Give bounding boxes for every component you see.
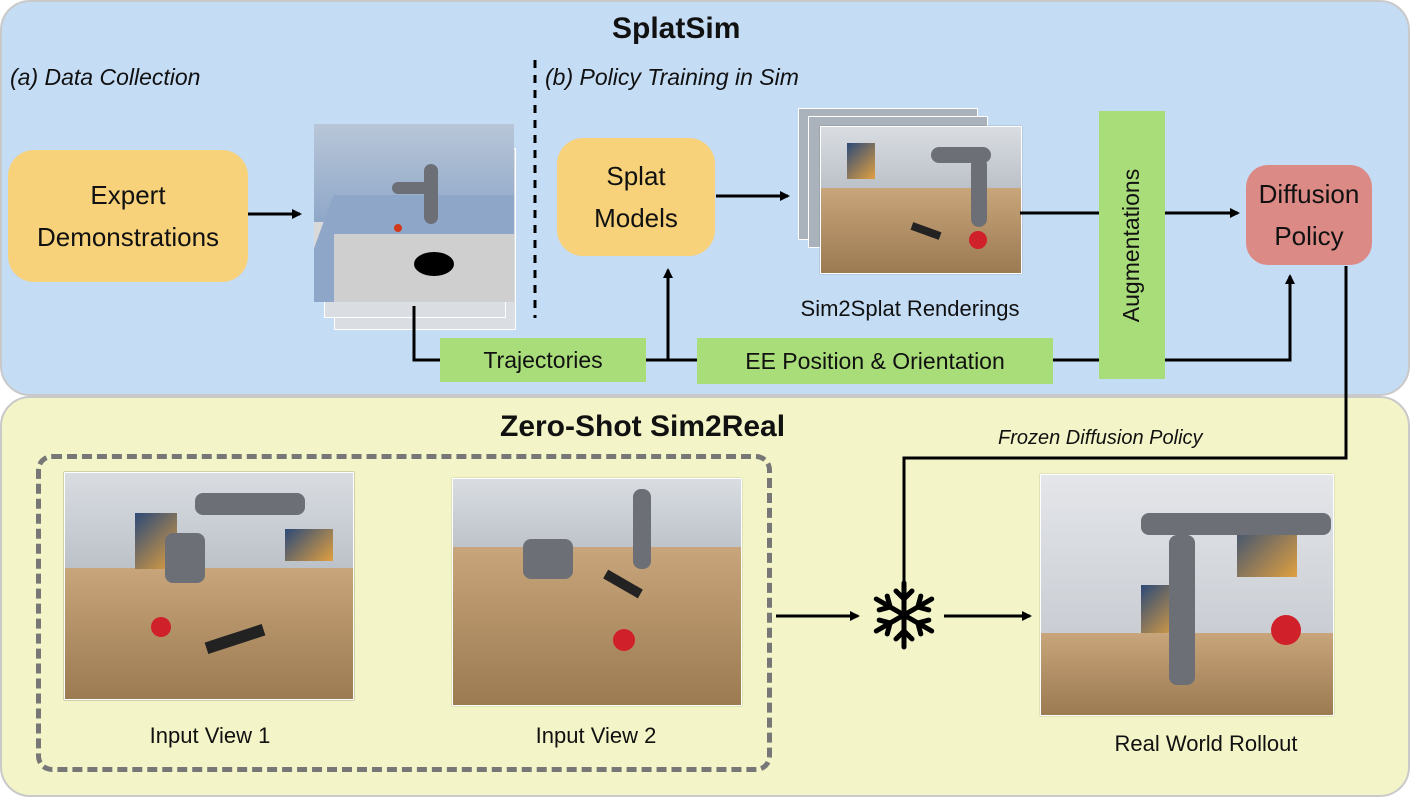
view1-frame — [64, 472, 354, 700]
sim-object — [394, 224, 402, 232]
line-frozen-policy — [902, 266, 1348, 590]
policy-training-label: (b) Policy Training in Sim — [545, 64, 799, 90]
zero-shot-title: Zero-Shot Sim2Real — [500, 410, 786, 443]
sim-frame — [314, 124, 514, 302]
view2-floor — [453, 546, 741, 705]
input-views-group — [36, 454, 772, 772]
view2-frame — [452, 478, 742, 706]
rollout-arm-column — [1169, 535, 1195, 685]
expert-demonstrations-box: Expert Demonstrations — [8, 150, 248, 282]
input-view-1-caption: Input View 1 — [149, 723, 271, 748]
arrow-to-policy-bottom — [1165, 274, 1295, 362]
view1-arm — [195, 493, 305, 515]
view2-arm-base — [523, 539, 573, 579]
view1-poster-2 — [285, 529, 333, 561]
sim-robot-upper — [392, 182, 436, 194]
view2-apple — [613, 629, 635, 651]
augmentations-box: Augmentations — [1099, 111, 1165, 379]
view1-arm-base — [165, 533, 205, 583]
view1-apple — [151, 617, 171, 637]
trajectories-label: Trajectories — [440, 338, 646, 382]
frozen-policy-label: Frozen Diffusion Policy — [998, 427, 1203, 449]
rollout-caption: Real World Rollout — [1114, 731, 1298, 756]
render-arm-lower — [971, 157, 987, 227]
rollout-frame — [1040, 474, 1334, 716]
line-sim-to-traj — [412, 306, 440, 362]
diffusion-policy-box: Diffusion Policy — [1246, 165, 1372, 265]
renderings-caption: Sim2Splat Renderings — [800, 296, 1020, 321]
view1-floor — [65, 567, 353, 699]
splat-models-box: Splat Models — [557, 138, 715, 256]
sim-robot-arm — [424, 164, 438, 224]
snowflake-icon — [873, 580, 935, 650]
view2-arm — [633, 489, 651, 569]
sim-hole — [414, 252, 454, 276]
render-poster — [847, 143, 875, 179]
splatsim-title: SplatSim — [612, 12, 741, 45]
rollout-apple — [1271, 615, 1301, 645]
render-apple — [969, 231, 987, 249]
rollout-arm — [1141, 513, 1331, 535]
ee-position-label: EE Position & Orientation — [697, 338, 1053, 384]
render-frame — [820, 126, 1022, 274]
input-view-2-caption: Input View 2 — [535, 723, 657, 748]
data-collection-label: (a) Data Collection — [10, 64, 201, 90]
